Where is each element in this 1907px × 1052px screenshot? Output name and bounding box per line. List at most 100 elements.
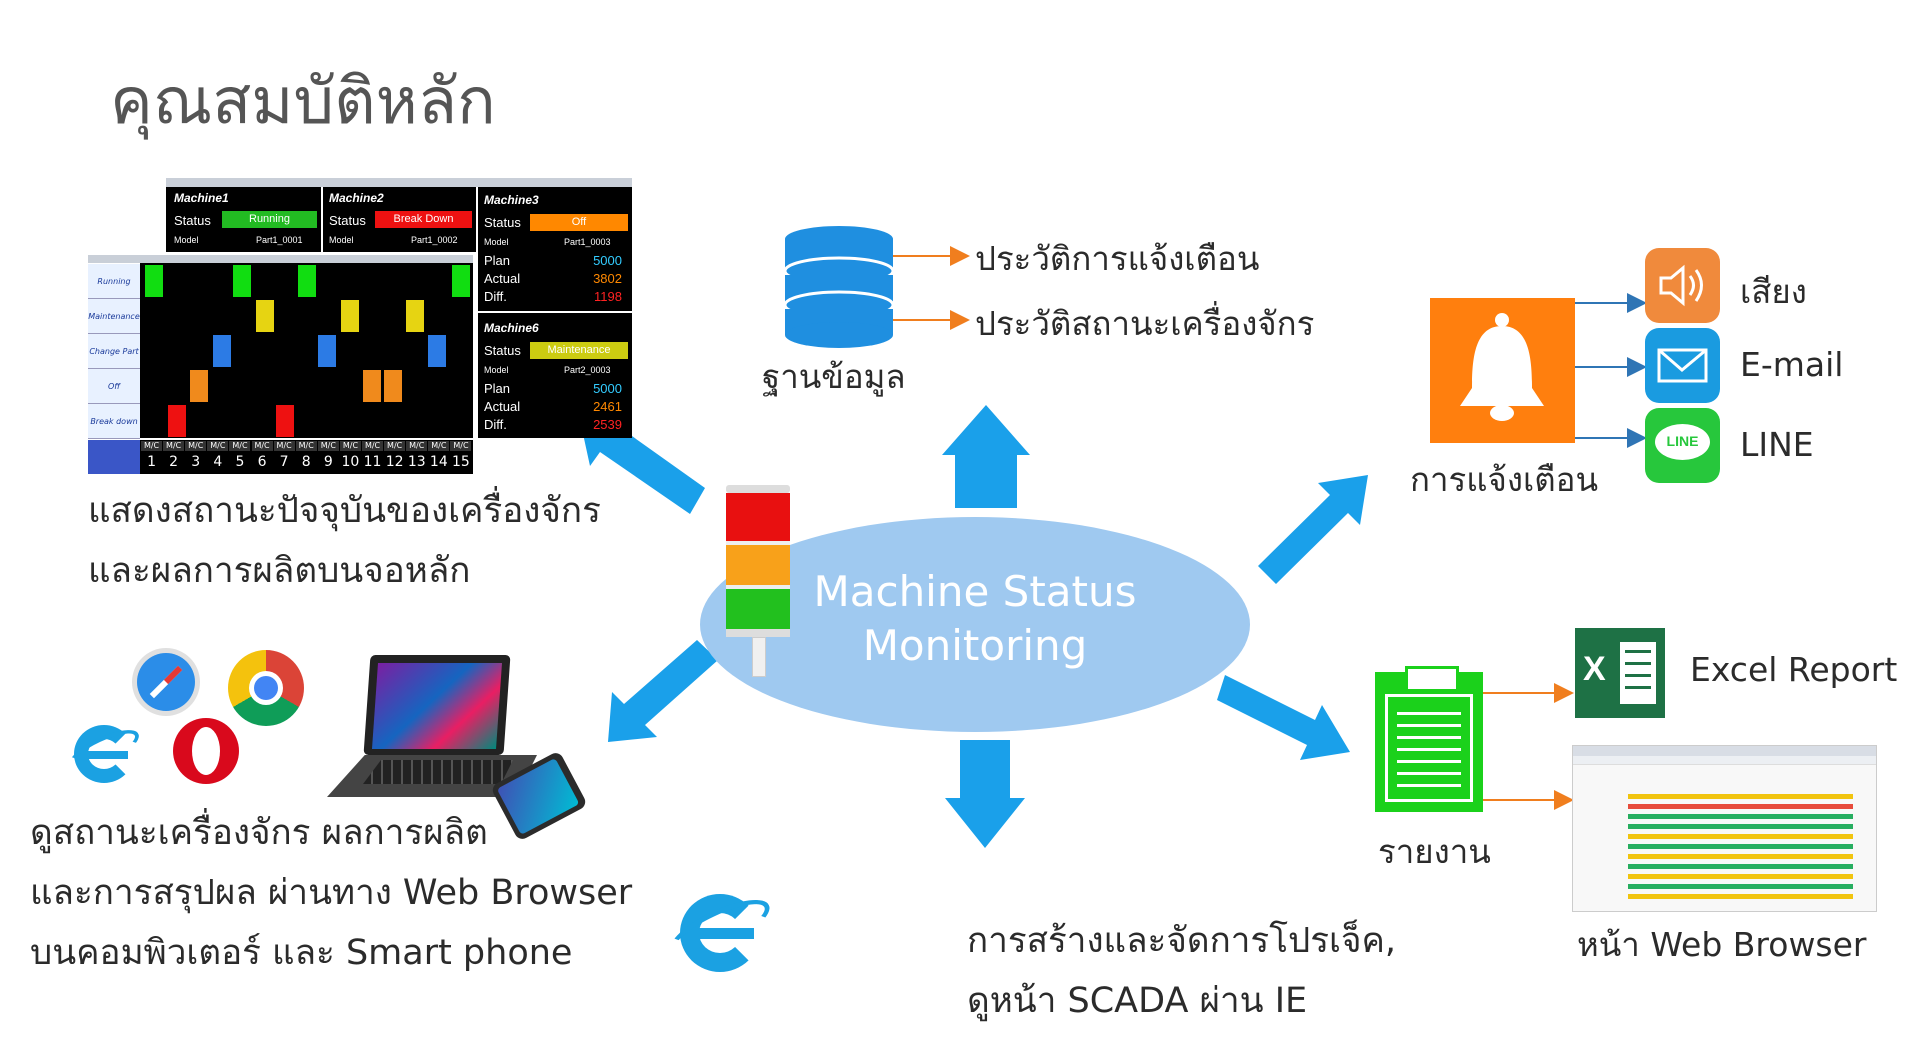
- status-block-break-down: [276, 405, 294, 437]
- diff-value: 1198: [594, 289, 622, 304]
- status-block-maintenance: [256, 300, 274, 332]
- mc-label: M/C: [273, 441, 295, 451]
- hub-title: Machine Status Monitoring: [700, 565, 1250, 673]
- alert-email-label: E-mail: [1740, 345, 1844, 384]
- safari-icon: [132, 648, 200, 716]
- mc-number: 14: [429, 454, 448, 470]
- chrome-icon: [228, 650, 304, 726]
- arrow-down: [945, 740, 1025, 848]
- plan-value: 5000: [593, 253, 622, 268]
- laptop-icon: [325, 655, 540, 805]
- model-value: Part1_0002: [411, 235, 458, 245]
- machine-panel-6: Machine6 Status Maintenance Model Part2_…: [478, 313, 632, 438]
- database-item-status-history: ประวัติสถานะเครื่องจักร: [975, 304, 1315, 343]
- mc-number: 13: [407, 454, 426, 470]
- status-block-running: [145, 265, 163, 297]
- timeline-row-label: Off: [88, 369, 140, 404]
- plan-value: 5000: [593, 381, 622, 396]
- mc-number: 10: [341, 454, 360, 470]
- model-value: Part1_0001: [256, 235, 303, 245]
- alert-label: การแจ้งเตือน: [1410, 460, 1599, 499]
- database-icon: [783, 226, 895, 348]
- status-label: Status: [329, 213, 366, 228]
- arrow-down-right: [1217, 675, 1350, 760]
- report-label: รายงาน: [1378, 832, 1491, 871]
- status-badge: Running: [222, 211, 317, 228]
- mc-label: M/C: [428, 441, 450, 451]
- status-block-maintenance: [341, 300, 359, 332]
- timeline-row-label: Break down: [88, 404, 140, 439]
- status-block-change-part: [213, 335, 231, 367]
- status-block-off: [363, 370, 381, 402]
- mc-label: M/C: [317, 441, 339, 451]
- mc-label: M/C: [362, 441, 384, 451]
- mc-label: M/C: [339, 441, 361, 451]
- model-label: Model: [174, 235, 199, 245]
- status-badge: Break Down: [375, 211, 472, 228]
- model-value: Part2_0003: [564, 365, 611, 375]
- diff-value: 2539: [593, 417, 622, 432]
- plan-label: Plan: [484, 253, 511, 268]
- timeline-row-label: Maintenance: [88, 299, 140, 334]
- scada-caption-line2: ดูหน้า SCADA ผ่าน IE: [967, 981, 1308, 1021]
- machine-name: Machine6: [484, 321, 539, 335]
- mc-label: M/C: [207, 441, 229, 451]
- mc-label: M/C: [141, 441, 163, 451]
- actual-value: 2461: [593, 399, 622, 414]
- diff-label: Diff.: [484, 289, 507, 304]
- scada-caption-line1: การสร้างและจัดการโปรเจ็ค,: [967, 921, 1397, 961]
- model-label: Model: [484, 365, 509, 375]
- model-label: Model: [329, 235, 354, 245]
- mc-number: 9: [323, 454, 333, 470]
- status-block-running: [233, 265, 251, 297]
- actual-label: Actual: [484, 399, 521, 414]
- dashboard-caption-line1: แสดงสถานะปัจจุบันของเครื่องจักร: [88, 491, 601, 531]
- internet-explorer-icon: [64, 715, 144, 787]
- database-label: ฐานข้อมูล: [762, 357, 906, 396]
- hub-title-line1: Machine Status: [813, 567, 1137, 616]
- status-label: Status: [174, 213, 211, 228]
- mc-label: M/C: [185, 441, 207, 451]
- alert-line-label: LINE: [1740, 425, 1814, 464]
- timeline-row-label: Change Part: [88, 334, 140, 369]
- mc-number: 15: [452, 454, 470, 470]
- web-caption-line3: บนคอมพิวเตอร์ และ Smart phone: [30, 933, 573, 973]
- mc-number: 11: [363, 454, 382, 470]
- mc-label: M/C: [295, 441, 317, 451]
- status-block-off: [384, 370, 402, 402]
- report-web-label: หน้า Web Browser: [1577, 925, 1867, 964]
- mc-label: M/C: [384, 441, 406, 451]
- status-label: Status: [484, 215, 521, 230]
- web-report-screenshot: [1572, 745, 1877, 912]
- actual-label: Actual: [484, 271, 521, 286]
- mc-number: 6: [257, 454, 267, 470]
- status-badge: Off: [530, 214, 628, 231]
- web-caption-line2: และการสรุปผล ผ่านทาง Web Browser: [30, 873, 633, 913]
- mc-number: 1: [147, 454, 156, 470]
- hub-ellipse: [700, 517, 1250, 732]
- report-clipboard-icon: [1375, 666, 1483, 812]
- line-logo-text: LINE: [1666, 433, 1699, 449]
- mc-number: 12: [385, 454, 404, 470]
- status-block-change-part: [428, 335, 446, 367]
- email-icon: [1645, 328, 1720, 403]
- dashboard-screenshot: Machine1 Status Running Model Part1_0001…: [88, 178, 633, 478]
- machine-name: Machine3: [484, 193, 539, 207]
- machine-name: Machine2: [329, 191, 384, 205]
- mc-number: 3: [191, 454, 201, 470]
- status-block-break-down: [168, 405, 186, 437]
- speaker-icon: [1645, 248, 1720, 323]
- arrow-down-left: [608, 640, 718, 742]
- status-block-change-part: [318, 335, 336, 367]
- excel-logo-text: X: [1583, 650, 1606, 688]
- status-block-running: [452, 265, 470, 297]
- mc-label: M/C: [229, 441, 251, 451]
- excel-icon: X: [1575, 628, 1665, 718]
- status-block-running: [298, 265, 316, 297]
- alert-sound-label: เสียง: [1740, 272, 1807, 311]
- mc-label: M/C: [163, 441, 185, 451]
- line-app-icon: LINE: [1645, 408, 1720, 483]
- model-value: Part1_0003: [564, 237, 611, 247]
- status-label: Status: [484, 343, 521, 358]
